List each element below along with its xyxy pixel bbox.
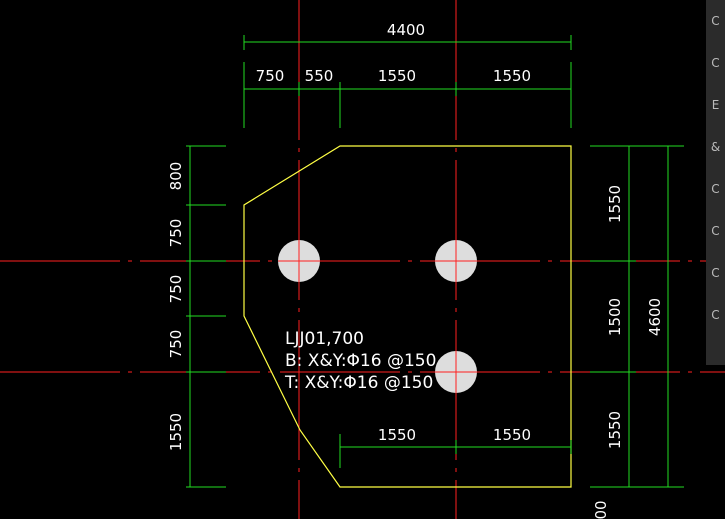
side-toolbar-item[interactable]: C	[711, 56, 720, 70]
dim-right-seg-2: 1550	[606, 411, 624, 449]
side-toolbar-item[interactable]: &	[710, 140, 721, 154]
dim-bottom-right-partial: 00	[592, 500, 610, 519]
annotation-line-2: B: X&Y:Φ16 @150	[285, 351, 436, 371]
dim-top-seg-3: 1550	[493, 67, 531, 85]
top-dimensions: 4400 750 550 1550 1550	[243, 21, 572, 128]
dim-right-total: 4600	[646, 298, 664, 336]
side-toolbar-item[interactable]: C	[711, 182, 720, 196]
left-dimensions: 800 750 750 750 1550	[167, 145, 226, 488]
piles	[278, 240, 477, 393]
dim-left-seg-4: 1550	[167, 413, 185, 451]
annotation-line-1: LJJ01,700	[285, 329, 364, 349]
dim-right-seg-0: 1550	[606, 185, 624, 223]
dim-bottom-seg-1: 1550	[493, 426, 531, 444]
side-toolbar: C C E & C C C C	[706, 0, 725, 365]
bottom-dimensions: 1550 1550	[339, 426, 572, 468]
dim-top-seg-0: 750	[256, 67, 285, 85]
right-dimensions: 1550 1500 1550 4600 00	[590, 145, 684, 519]
dim-left-seg-2: 750	[167, 275, 185, 304]
dim-top-total: 4400	[387, 21, 425, 39]
side-toolbar-item[interactable]: C	[711, 266, 720, 280]
dim-top-seg-1: 550	[305, 67, 334, 85]
dim-bottom-seg-0: 1550	[378, 426, 416, 444]
side-toolbar-item[interactable]: C	[711, 14, 720, 28]
side-toolbar-item[interactable]: C	[711, 224, 720, 238]
dim-right-seg-1: 1500	[606, 298, 624, 336]
side-toolbar-item[interactable]: E	[711, 98, 720, 112]
dim-left-seg-0: 800	[167, 162, 185, 191]
dim-left-seg-3: 750	[167, 330, 185, 359]
foundation-outline[interactable]	[243, 145, 572, 488]
dim-left-seg-1: 750	[167, 219, 185, 248]
annotation-line-3: T: X&Y:Φ16 @150	[284, 373, 433, 393]
side-toolbar-item[interactable]: C	[711, 308, 720, 322]
dim-top-seg-2: 1550	[378, 67, 416, 85]
foundation-annotation[interactable]: LJJ01,700 B: X&Y:Φ16 @150 T: X&Y:Φ16 @15…	[284, 329, 436, 393]
